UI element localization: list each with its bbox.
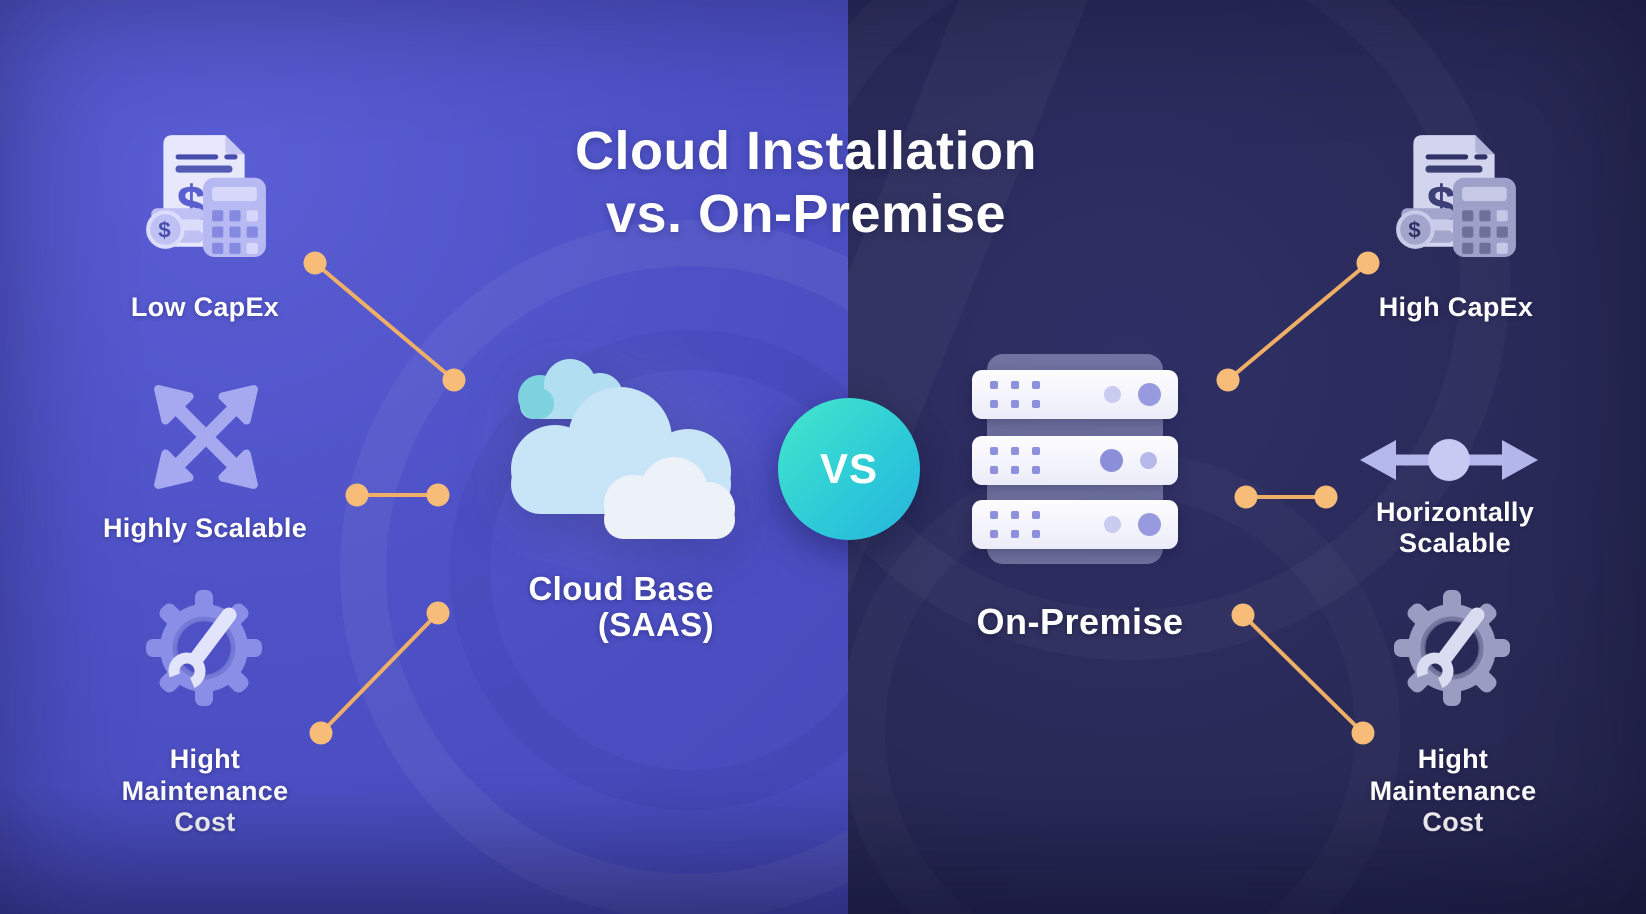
svg-text:$: $ (158, 218, 171, 243)
cloud-icon (511, 359, 735, 539)
vs-badge-label: VS (819, 445, 879, 492)
cloud-base-label-line1: Cloud Base (528, 570, 714, 607)
cloud-base-label-line2: (SAAS) (597, 606, 714, 643)
svg-text:$: $ (1408, 218, 1421, 243)
server-unit (972, 436, 1178, 485)
on-premise-label: On-Premise (976, 601, 1184, 642)
gear-wrench-icon (1394, 590, 1510, 706)
cloud-base-label: Cloud Base (SAAS) (472, 571, 714, 643)
feature-label-maintenance-left: Hight Maintenance Cost (121, 744, 289, 837)
invoice-calculator-coins-icon: $ $ (1396, 135, 1516, 257)
cloud-front (604, 457, 735, 539)
horizontal-arrows-icon (1360, 439, 1538, 481)
server-stack-icon (962, 345, 1188, 575)
vs-badge: VS (778, 398, 920, 540)
feature-label-highly-scalable: Highly Scalable (102, 513, 308, 543)
feature-label-horizontally-scalable: Horizontally Scalable (1375, 497, 1535, 558)
expand-arrows-icon (154, 385, 258, 489)
feature-label-maintenance-right: Hight Maintenance Cost (1369, 744, 1537, 837)
gear-wrench-icon (146, 590, 262, 706)
page-title-line2: vs. On-Premise (605, 184, 1007, 244)
server-unit (972, 370, 1178, 419)
page-title: Cloud Installation vs. On-Premise (396, 120, 1216, 246)
page-title-line1: Cloud Installation (575, 121, 1037, 181)
invoice-calculator-coins-icon: $ $ (146, 135, 266, 257)
feature-label-low-capex: Low CapEx (130, 292, 280, 322)
server-unit (972, 500, 1178, 549)
feature-label-high-capex: High CapEx (1378, 292, 1534, 322)
